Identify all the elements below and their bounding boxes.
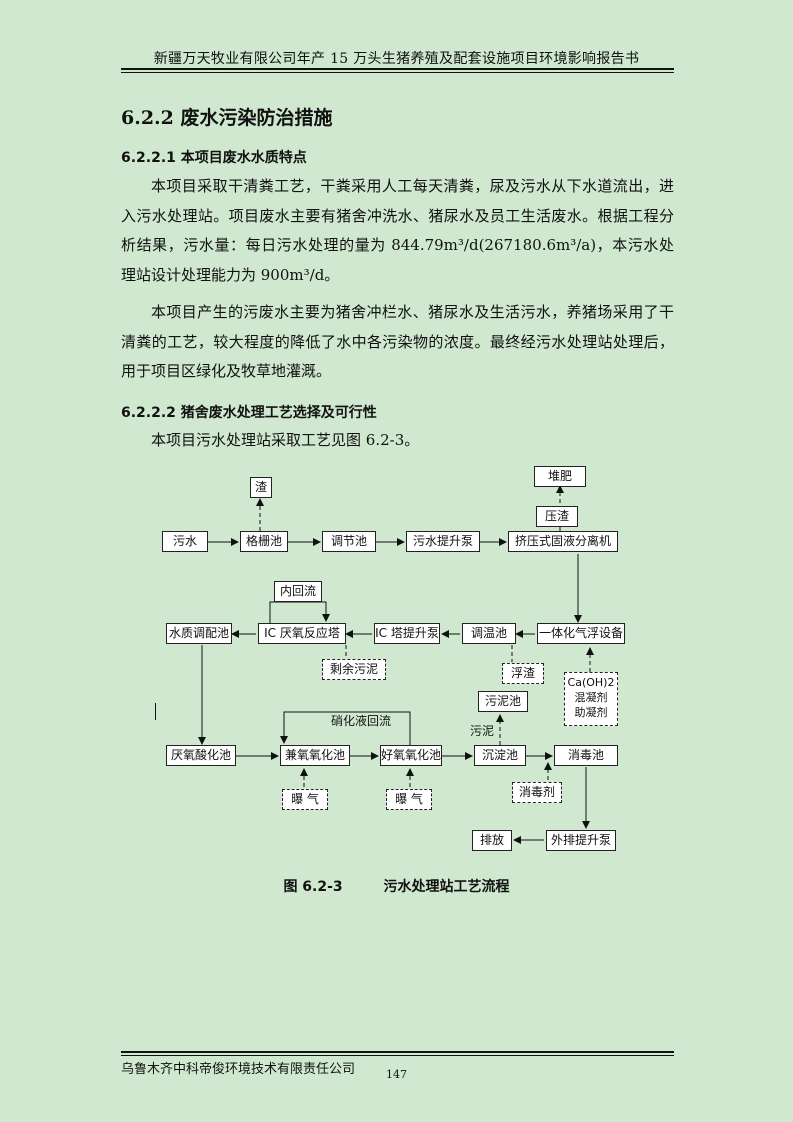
scum-label: 浮渣	[502, 663, 544, 684]
paragraph-1: 本项目采取干清粪工艺，干粪采用人工每天清粪，尿及污水从下水道流出，进入污水处理站…	[121, 177, 674, 284]
disinfection-tank-box: 消毒池	[554, 745, 618, 766]
chemical-dosing-box: Ca(OH)2 混凝剂 助凝剂	[564, 672, 618, 726]
section-heading: 6.2.2 废水污染防治措施	[121, 107, 333, 129]
footer-rule-thin	[121, 1055, 674, 1056]
figure-caption: 图 6.2-3 污水处理站工艺流程	[0, 876, 793, 896]
outlet-lift-pump-box: 外排提升泵	[546, 830, 616, 851]
discharge-box: 排放	[472, 830, 512, 851]
page-number: 147	[386, 1068, 407, 1081]
footer-rule	[121, 1051, 674, 1053]
screen-tank-box: 格栅池	[240, 531, 288, 552]
pressed-residue-label: 压渣	[536, 506, 578, 527]
flow-connectors	[198, 485, 594, 844]
figure-title: 污水处理站工艺流程	[383, 879, 510, 895]
coagulant-label: 混凝剂	[574, 691, 608, 704]
regulating-tank-box: 调节池	[322, 531, 376, 552]
residue-label: 渣	[250, 477, 272, 498]
compost-label: 堆肥	[534, 466, 586, 487]
aeration-label-1: 曝 气	[282, 789, 328, 810]
wastewater-box: 污水	[162, 531, 208, 552]
anaerobic-acidification-tank-box: 厌氧酸化池	[166, 745, 236, 766]
subsection-heading-1: 6.2.2.1 本项目废水水质特点	[121, 150, 307, 166]
aeration-label-2: 曝 气	[386, 789, 432, 810]
sludge-label: 污泥	[469, 724, 494, 738]
nitrification-reflux-label: 硝化液回流	[330, 714, 391, 728]
temperature-tank-box: 调温池	[462, 623, 516, 644]
sludge-tank-box: 污泥池	[478, 691, 528, 712]
disinfectant-label: 消毒剂	[512, 782, 562, 803]
figure-number: 图 6.2-3	[283, 879, 343, 895]
header-title: 新疆万天牧业有限公司年产 15 万头生猪养殖及配套设施项目环境影响报告书	[153, 51, 640, 67]
paragraph-2: 本项目产生的污废水主要为猪舍冲栏水、猪尿水及生活污水，养猪场采用了干清粪的工艺，…	[121, 303, 674, 380]
ic-anaerobic-tower-box: IC 厌氧反应塔	[258, 623, 346, 644]
air-flotation-box: 一体化气浮设备	[537, 623, 625, 644]
anoxic-oxidation-tank-box: 兼氧氧化池	[280, 745, 350, 766]
lift-pump-box: 污水提升泵	[406, 531, 480, 552]
header-rule-thin	[121, 72, 674, 73]
water-blending-tank-box: 水质调配池	[166, 623, 232, 644]
internal-reflux-label: 内回流	[274, 581, 322, 602]
footer-organization: 乌鲁木齐中科帝俊环境技术有限责任公司	[121, 1062, 356, 1077]
calcium-hydroxide-label: Ca(OH)2	[567, 676, 615, 689]
margin-mark	[155, 703, 156, 720]
sedimentation-tank-box: 沉淀池	[474, 745, 526, 766]
subsection-heading-2: 6.2.2.2 猪舍废水处理工艺选择及可行性	[121, 405, 377, 421]
aerobic-oxidation-tank-box: 好氧氧化池	[380, 745, 442, 766]
header-rule	[121, 68, 674, 70]
surplus-sludge-label: 剩余污泥	[322, 659, 386, 680]
solid-liquid-separator-box: 挤压式固液分离机	[508, 531, 618, 552]
ic-lift-pump-box: IC 塔提升泵	[374, 623, 440, 644]
coagulant-aid-label: 助凝剂	[574, 706, 608, 719]
process-flow-diagram: 渣 堆肥 压渣 污水 格栅池 调节池 污水提升泵 挤压式固液分离机 内回流 水质…	[150, 462, 640, 862]
paragraph-3: 本项目污水处理站采取工艺见图 6.2-3。	[151, 431, 420, 449]
